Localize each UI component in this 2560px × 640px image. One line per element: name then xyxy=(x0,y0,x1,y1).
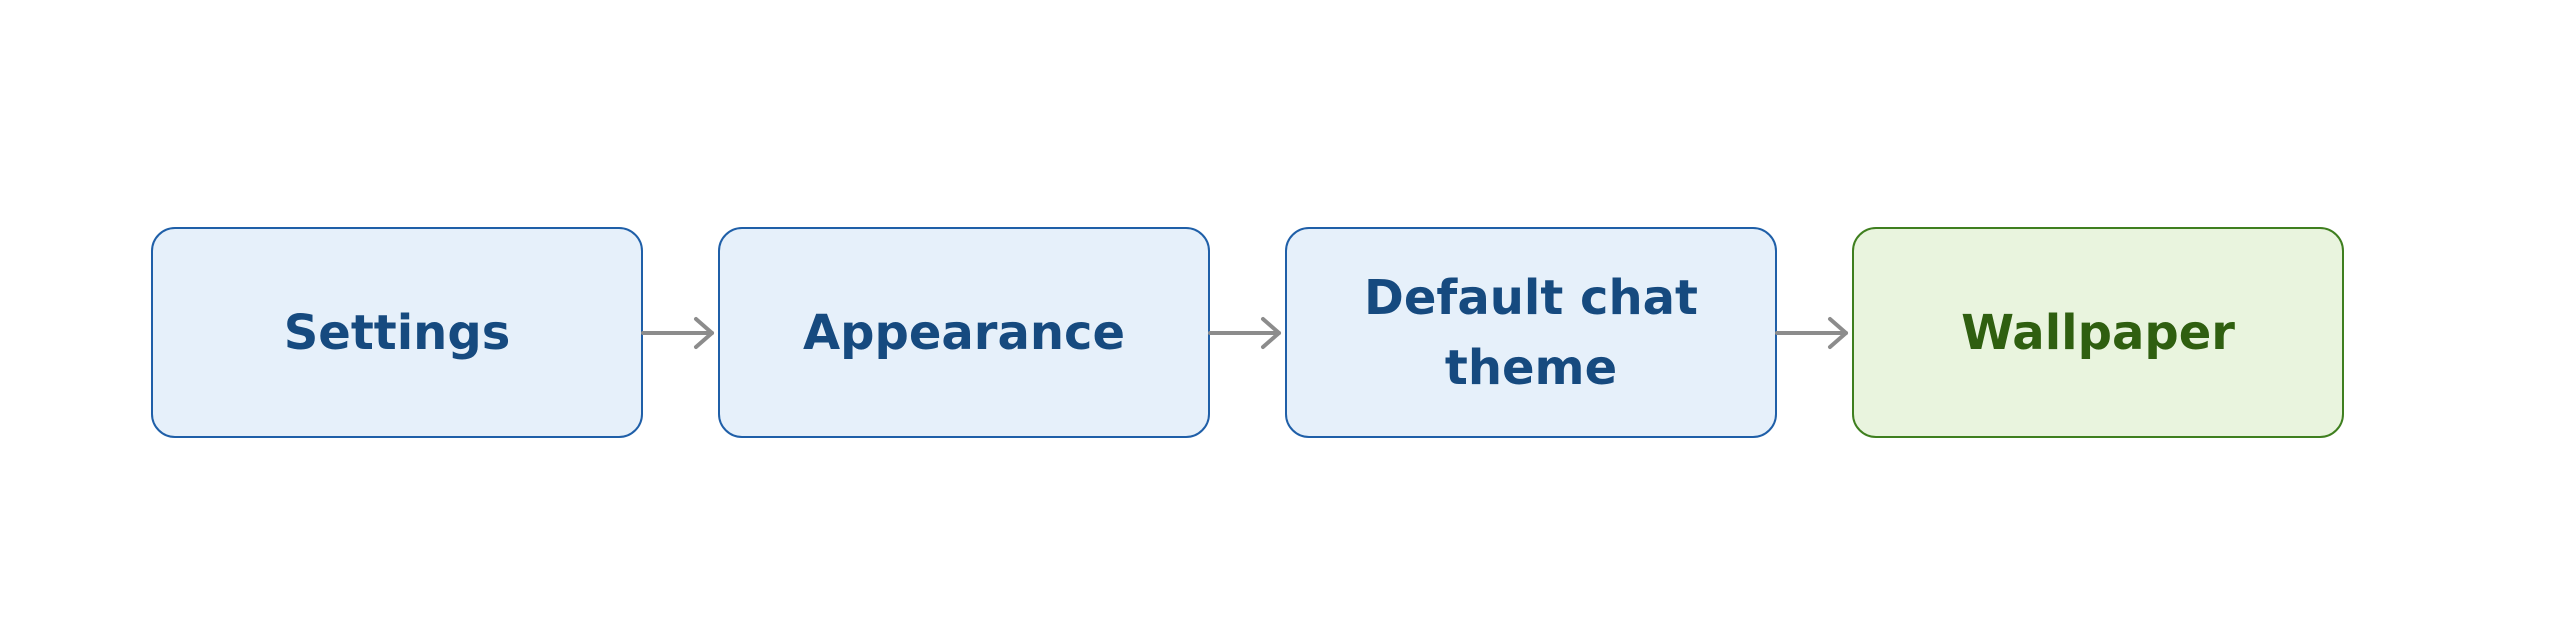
arrow-right-icon xyxy=(1775,317,1848,349)
arrow-right-icon xyxy=(1208,317,1281,349)
step-default-chat-theme: Default chat theme xyxy=(1285,227,1777,438)
step-label: Default chat theme xyxy=(1364,269,1698,396)
step-wallpaper: Wallpaper xyxy=(1852,227,2344,438)
step-appearance: Appearance xyxy=(718,227,1210,438)
step-settings: Settings xyxy=(151,227,643,438)
step-label: Settings xyxy=(283,304,511,361)
step-label: Wallpaper xyxy=(1961,304,2235,361)
step-label: Appearance xyxy=(802,304,1126,361)
arrow-right-icon xyxy=(641,317,714,349)
